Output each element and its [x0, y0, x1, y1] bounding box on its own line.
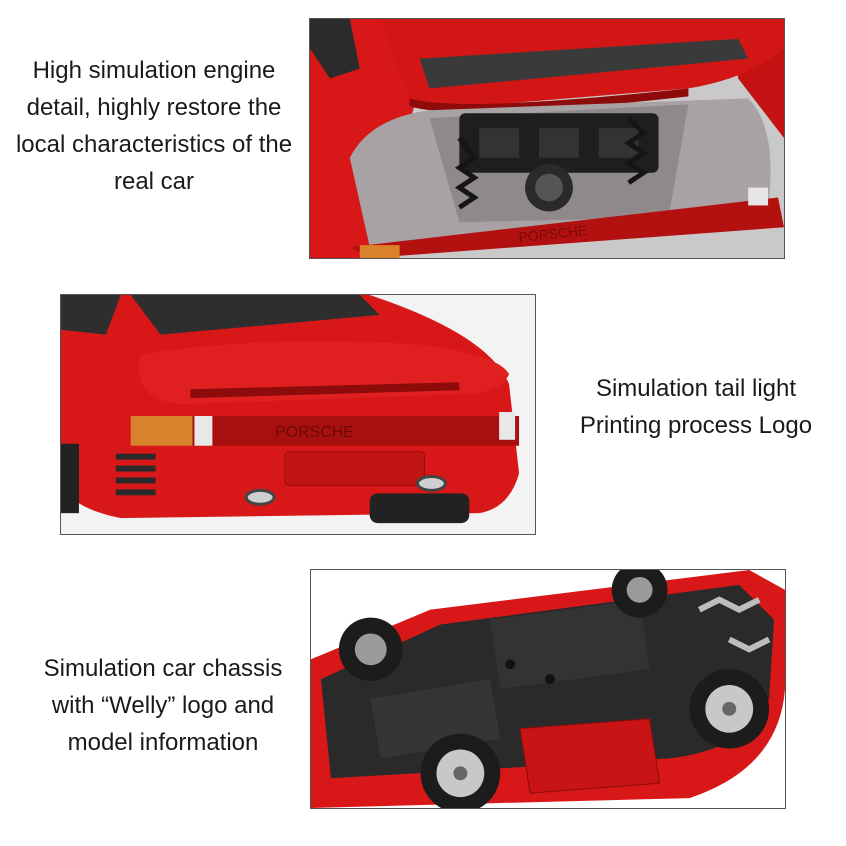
engine-bay-illustration: PORSCHE [310, 19, 784, 258]
chassis-caption-line-3: model information [67, 729, 259, 756]
chassis-photo [310, 569, 786, 809]
engine-bay-brand-text: PORSCHE [518, 222, 588, 245]
tail-light-illustration: PORSCHE [61, 295, 535, 534]
engine-bay-photo: PORSCHE [309, 18, 785, 259]
chassis-caption: Simulation car chassis with “Welly” logo… [18, 650, 308, 761]
engine-caption: High simulation engine detail, highly re… [6, 52, 302, 200]
engine-caption-line-4: real car [113, 168, 195, 195]
tail-caption: Simulation tail light Printing process L… [564, 370, 828, 444]
engine-caption-line-1: High simulation engine [32, 57, 276, 84]
engine-caption-line-3: local characteristics of the [15, 131, 293, 158]
chassis-illustration [311, 570, 785, 808]
engine-caption-line-2: detail, highly restore the [26, 94, 282, 121]
chassis-caption-line-1: Simulation car chassis [43, 655, 283, 682]
tail-caption-line-1: Simulation tail light [595, 375, 797, 402]
tail-light-photo: PORSCHE [60, 294, 536, 535]
tail-brand-text: PORSCHE [275, 424, 354, 441]
tail-caption-line-2: Printing process Logo [579, 412, 813, 439]
chassis-caption-line-2: with “Welly” logo and [51, 692, 275, 719]
